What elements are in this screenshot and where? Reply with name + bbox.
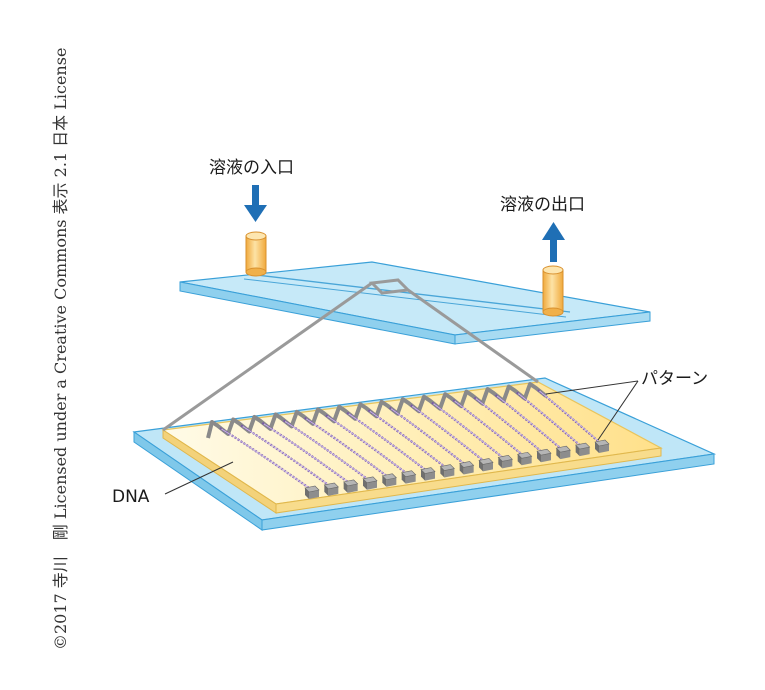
- top-slab-side-right: [454, 311, 651, 345]
- bottom-glass-side-right: [261, 453, 715, 531]
- pattern-pad: [381, 473, 397, 487]
- pattern-pad: [594, 439, 610, 453]
- dna-strand-highlight: [306, 418, 389, 478]
- pattern-pad: [575, 442, 591, 457]
- pattern-pad: [536, 448, 552, 463]
- pattern-pad: [517, 451, 533, 466]
- outlet-tube: [542, 265, 564, 317]
- pattern-pad: [478, 458, 494, 472]
- zoom-line-right: [407, 288, 539, 384]
- dna-strand-highlight: [348, 413, 427, 471]
- dna-callout: [164, 461, 234, 495]
- dna-strand-highlight: [221, 428, 311, 490]
- dna-strand-highlight: [433, 403, 505, 459]
- dna-label: DNA: [112, 487, 150, 507]
- zoom-line-left: [162, 281, 373, 432]
- dna-strand-highlight: [284, 420, 369, 481]
- outlet-arrow: [542, 222, 565, 262]
- inlet-tube: [245, 231, 267, 277]
- pattern-pad: [420, 467, 436, 481]
- pattern-pad: [459, 461, 475, 475]
- gold-surface-side-right: [275, 447, 662, 514]
- dna-strand-highlight: [263, 423, 350, 484]
- dna-strand-highlight: [475, 398, 543, 453]
- dna-strand-highlight: [517, 393, 582, 447]
- flow-channel-line-2: [243, 278, 567, 318]
- pattern-pad: [304, 485, 320, 499]
- outlet-label: 溶液の出口: [500, 195, 585, 215]
- top-channel-slab: [179, 261, 651, 345]
- dna-strand-highlight: [496, 395, 563, 450]
- dna-strand-highlight: [412, 405, 485, 462]
- pattern-pad: [343, 479, 359, 493]
- dna-strand-highlight: [539, 390, 601, 444]
- inlet-label: 溶液の入口: [209, 158, 294, 178]
- pattern-pad: [362, 476, 378, 490]
- pattern-pad: [401, 470, 417, 484]
- inlet-arrow: [244, 185, 267, 222]
- credit-text: ©2017 寺川 剛 Licensed under a Creative Com…: [51, 48, 70, 650]
- dna-strands: [219, 389, 601, 490]
- dna-strand-highlight: [327, 415, 408, 475]
- pattern-pad: [323, 482, 339, 496]
- flow-channel-line: [247, 273, 571, 313]
- dna-strand-highlight: [454, 400, 524, 456]
- pattern-pad: [439, 464, 455, 478]
- dna-strand-highlight: [369, 410, 447, 468]
- pattern-pad: [555, 445, 571, 460]
- pattern-front-pads: [304, 439, 610, 499]
- dna-strand-highlight: [390, 408, 466, 465]
- pattern-callout: [545, 380, 639, 441]
- pattern-label: パターン: [641, 369, 708, 389]
- pattern-pad: [497, 455, 513, 469]
- dna-strand-highlight: [242, 426, 331, 487]
